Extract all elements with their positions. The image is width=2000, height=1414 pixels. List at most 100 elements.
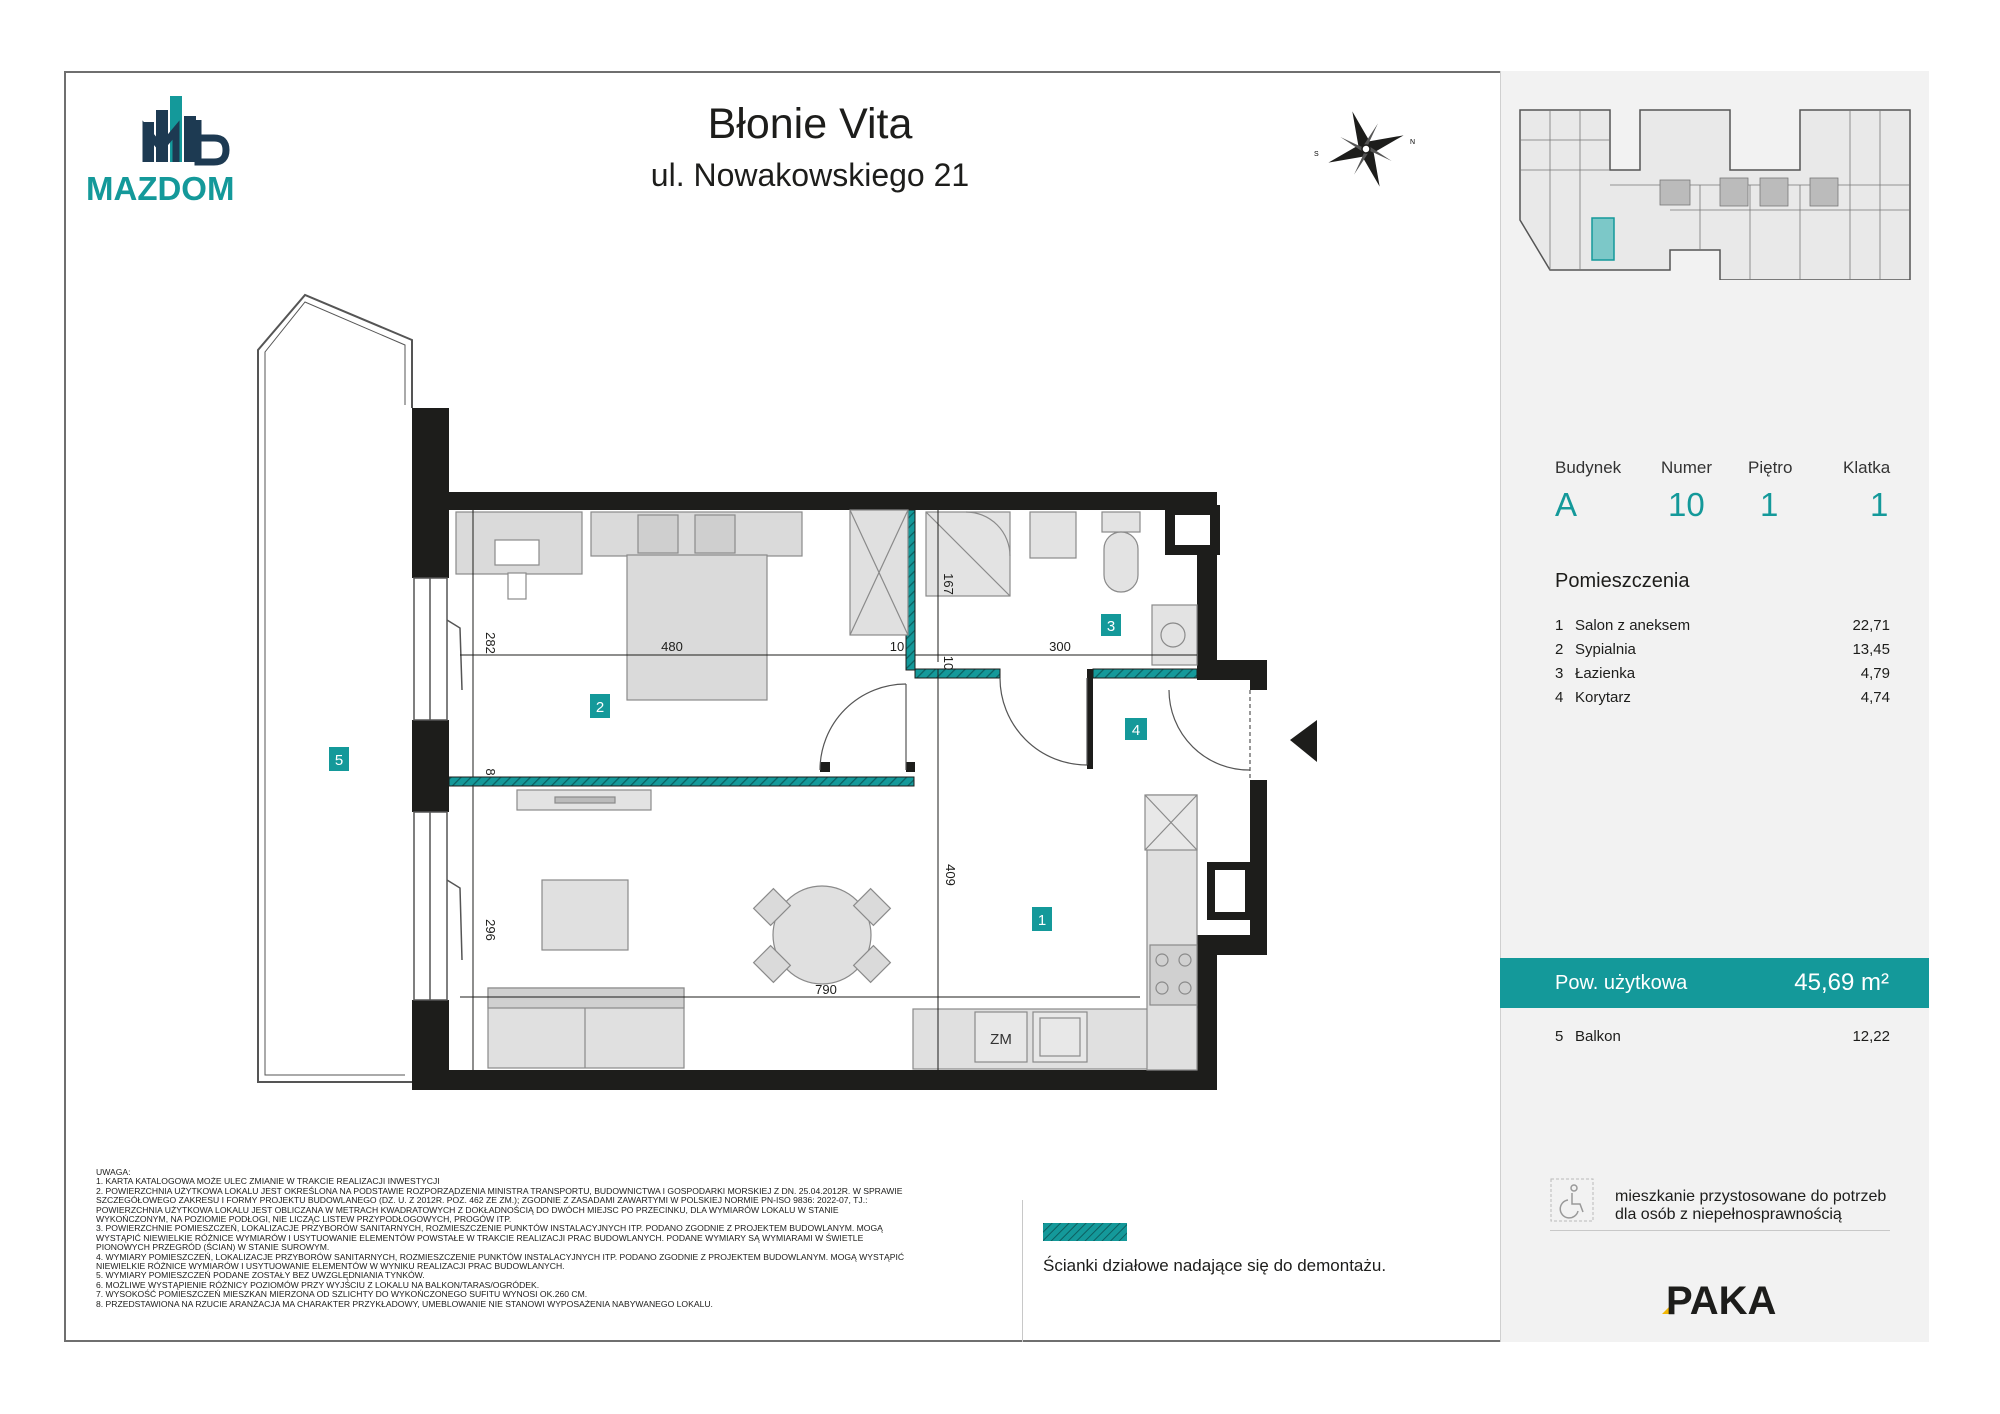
- accessibility-text-line: mieszkanie przystosowane do potrzeb: [1615, 1188, 1887, 1205]
- dimension-labels: 480 10 300 282 167 10 8 409 296 790: [483, 573, 1071, 997]
- boiler-label: ZM: [990, 1031, 1012, 1048]
- exterior-walls: [412, 408, 1267, 1090]
- highlighted-unit: [1591, 217, 1615, 261]
- dim-label: 282: [483, 632, 498, 654]
- bed: [626, 554, 768, 701]
- label-number: Numer: [1661, 458, 1713, 477]
- compass-icon: N S: [1306, 104, 1426, 194]
- usable-area-bar: Pow. użytkowa 45,69 m²: [1500, 958, 1929, 1008]
- value-floor: 1: [1760, 486, 1779, 523]
- side-panel: [1500, 71, 1929, 1342]
- toilet: [1101, 511, 1141, 533]
- disclaimer-notes: UWAGA: 1. KARTA KATALOGOWA MOŻE ULEC ZMI…: [96, 1167, 996, 1309]
- boiler: [974, 1011, 1028, 1063]
- note-line: 1. KARTA KATALOGOWA MOŻE ULEC ZMIANIE W …: [96, 1176, 440, 1187]
- room-number: 2: [1555, 641, 1564, 658]
- legend-text: Ścianki działowe nadające się do demonta…: [1043, 1256, 1387, 1275]
- dim-label: 790: [815, 982, 837, 997]
- logo-building-icon: MAZDOM: [86, 96, 234, 207]
- wheelchair-icon: [1550, 1178, 1594, 1222]
- dim-label: 300: [1049, 639, 1071, 654]
- room-markers: 1 2 3 4 5: [329, 614, 1147, 931]
- divider: [1022, 1200, 1023, 1342]
- value-building: A: [1555, 486, 1578, 523]
- note-line: UWAGA:: [96, 1167, 131, 1177]
- note-line: 6. MOŻLIWE WYSTĄPIENIE RÓŻNICY POZIOMÓW …: [96, 1279, 540, 1290]
- room-area: 22,71: [1852, 617, 1890, 634]
- room-area: 4,74: [1860, 689, 1890, 706]
- balcony-name: Balkon: [1575, 1028, 1621, 1045]
- cooktop: [1149, 944, 1198, 1006]
- room-marker-1: 1: [1038, 912, 1046, 929]
- room-area: 4,79: [1860, 665, 1890, 682]
- washing-machine: [1151, 604, 1198, 666]
- mazdom-logo: MAZDOM: [86, 90, 306, 210]
- dim-label: 10: [941, 656, 956, 670]
- room-marker-3: 3: [1107, 618, 1115, 635]
- dining-table: [772, 885, 872, 985]
- room-name: Salon z aneksem: [1575, 617, 1691, 634]
- building-key-plan: [1510, 100, 1920, 281]
- room-number: 1: [1555, 617, 1564, 634]
- dim-label: 296: [483, 919, 498, 941]
- note-line: NIEWIELKIE RÓŻNICE WYMIARÓW I USYTUOWANI…: [96, 1261, 565, 1272]
- dim-label: 167: [941, 573, 956, 595]
- balcony-outline: [257, 293, 413, 1083]
- furniture: [455, 509, 1198, 1071]
- dim-label: 8: [483, 768, 498, 775]
- note-line: 2. POWIERZCHNIA UŻYTKOWA LOKALU JEST OKR…: [96, 1185, 903, 1196]
- rooms-title: Pomieszczenia: [1555, 570, 1690, 592]
- dimension-lines: [460, 510, 1197, 1070]
- room-number: 3: [1555, 665, 1564, 682]
- note-line: 8. PRZEDSTAWIONA NA RZUCIE ARANŻACJA MA …: [96, 1298, 713, 1309]
- note-line: 4. WYMIARY POMIESZCZEŃ, LOKALIZACJE PRZY…: [96, 1251, 905, 1262]
- paka-logo: PAKA: [1660, 1272, 1800, 1323]
- entrance-arrow-icon: [1290, 720, 1317, 762]
- balcony-area: 12,22: [1852, 1028, 1890, 1045]
- accessibility-text-line: dla osób z niepełnosprawnością: [1615, 1206, 1842, 1223]
- compass-north-label: N: [1410, 139, 1415, 146]
- coffee-table: [541, 879, 629, 951]
- note-line: WYSTĄPIĆ NIEWIELKIE RÓŻNICE WYMIARÓW I U…: [96, 1232, 864, 1243]
- address: ul. Nowakowskiego 21: [650, 157, 970, 193]
- accessibility-note: mieszkanie przystosowane do potrzeb dla …: [1550, 1178, 1890, 1231]
- note-line: POWIERZCHNIA UŻYTKOWA LOKALU JEST OBLICZ…: [96, 1204, 839, 1215]
- paka-text: PAKA: [1666, 1279, 1776, 1322]
- monitor-icon: [494, 539, 540, 566]
- compass-south-label: S: [1314, 151, 1319, 158]
- room-name: Korytarz: [1575, 689, 1631, 706]
- note-line: SZCZEGÓŁOWEGO ZAKRESU I FORMY PROJEKTU B…: [96, 1195, 868, 1206]
- room-name: Łazienka: [1575, 665, 1636, 682]
- note-line: 5. WYMIARY POMIESZCZEŃ PODANE ZOSTAŁY BE…: [96, 1270, 425, 1281]
- logo-text: MAZDOM: [86, 170, 234, 207]
- note-line: 3. POWIERZCHNIE POMIESZCZEŃ, LOKALIZACJE…: [96, 1223, 883, 1234]
- demountable-wall-swatch: [1043, 1223, 1127, 1241]
- balcony-number: 5: [1555, 1028, 1564, 1045]
- dim-label: 409: [943, 864, 958, 886]
- room-name: Sypialnia: [1575, 641, 1636, 658]
- sink: [1032, 1011, 1088, 1063]
- dim-label: 10: [890, 639, 904, 654]
- value-staircase: 1: [1870, 486, 1889, 523]
- page-title: Błonie Vita: [707, 100, 913, 148]
- door-swings: [819, 677, 1251, 780]
- dim-label: 480: [661, 639, 683, 654]
- label-floor: Piętro: [1748, 458, 1793, 477]
- value-number: 10: [1668, 486, 1705, 523]
- room-marker-5: 5: [335, 752, 343, 769]
- windows: [413, 577, 463, 1001]
- room-number: 4: [1555, 689, 1564, 706]
- label-staircase: Klatka: [1843, 458, 1891, 477]
- room-area: 13,45: [1852, 641, 1890, 658]
- note-line: 7. WYSOKOŚĆ POMIESZCZEŃ MIESZKAN MIERZON…: [96, 1289, 588, 1300]
- note-line: WYKOŃCZONYM, NA POZIOMIE PODŁOGI, NIE LI…: [96, 1214, 512, 1225]
- chair: [507, 572, 527, 600]
- room-marker-2: 2: [596, 699, 604, 716]
- washbasin: [1029, 511, 1077, 559]
- room-marker-4: 4: [1132, 722, 1140, 739]
- usable-area-value: 45,69 m²: [1794, 969, 1889, 996]
- label-building: Budynek: [1555, 458, 1622, 477]
- usable-area-label: Pow. użytkowa: [1555, 972, 1688, 994]
- note-line: PIONOWYCH PRZEGRÓD (ŚCIAN) W STANIE SURO…: [96, 1242, 330, 1253]
